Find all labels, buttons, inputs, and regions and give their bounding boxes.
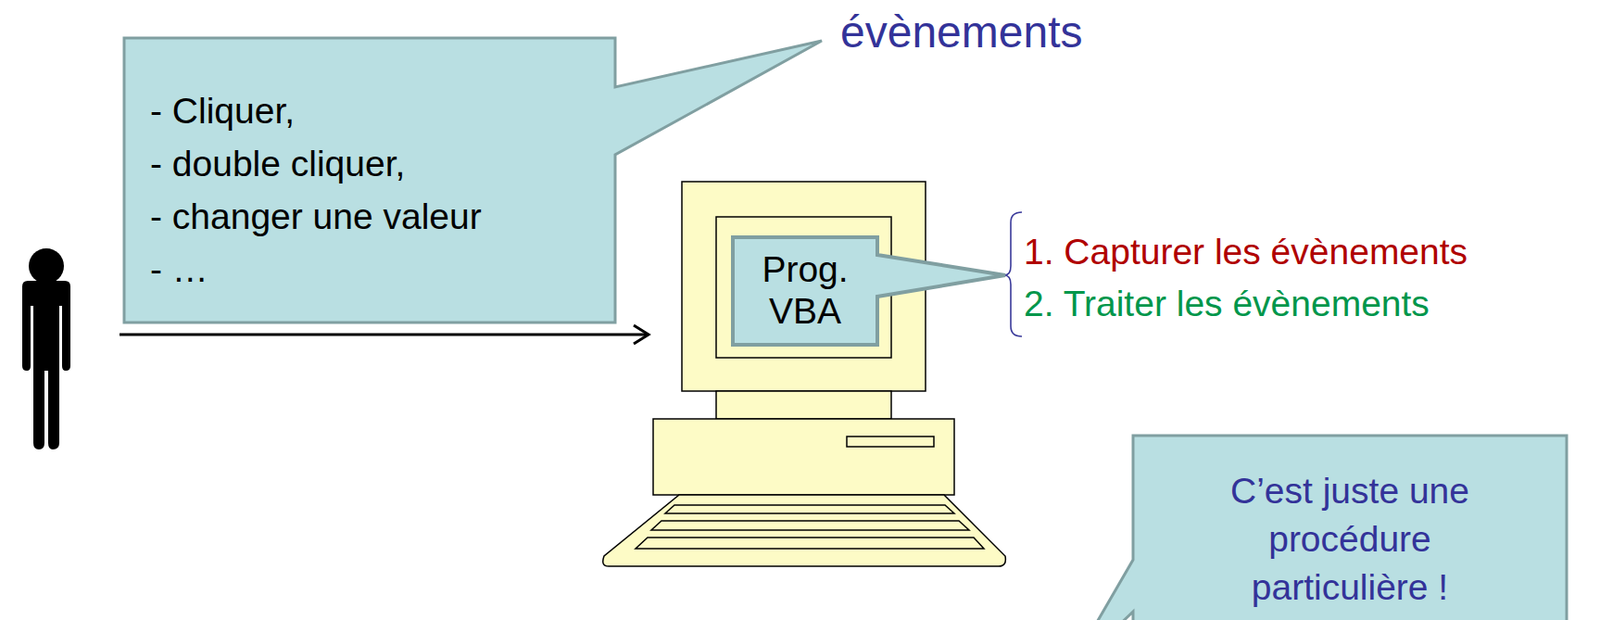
callout-shape (732, 237, 1006, 345)
program-box: Prog. VBA (732, 237, 878, 345)
node-text: - changer une valeur (150, 189, 597, 243)
node-text: Prog. VBA (740, 248, 870, 332)
action-arrow (119, 325, 649, 344)
node-text: - double cliquer, (150, 137, 597, 190)
node-text: - … (150, 242, 597, 296)
node-text: - Cliquer, (150, 84, 597, 138)
step-label: 1. Capturer les évènements (1023, 230, 1468, 275)
event-callout: - Cliquer,- double cliquer,- changer une… (124, 37, 616, 323)
step-label: 2. Traiter les évènements (1023, 282, 1430, 327)
bracket (1004, 212, 1022, 337)
note-callout: C’est juste une procédure particulière ! (1133, 435, 1567, 620)
person-icon (22, 248, 71, 450)
node-text: C’est juste une procédure particulière ! (1192, 466, 1508, 612)
callout-shape (124, 37, 822, 323)
callout-shape (1065, 435, 1567, 620)
computer-illustration (603, 181, 1007, 567)
heading-label: évènements (840, 5, 1084, 60)
